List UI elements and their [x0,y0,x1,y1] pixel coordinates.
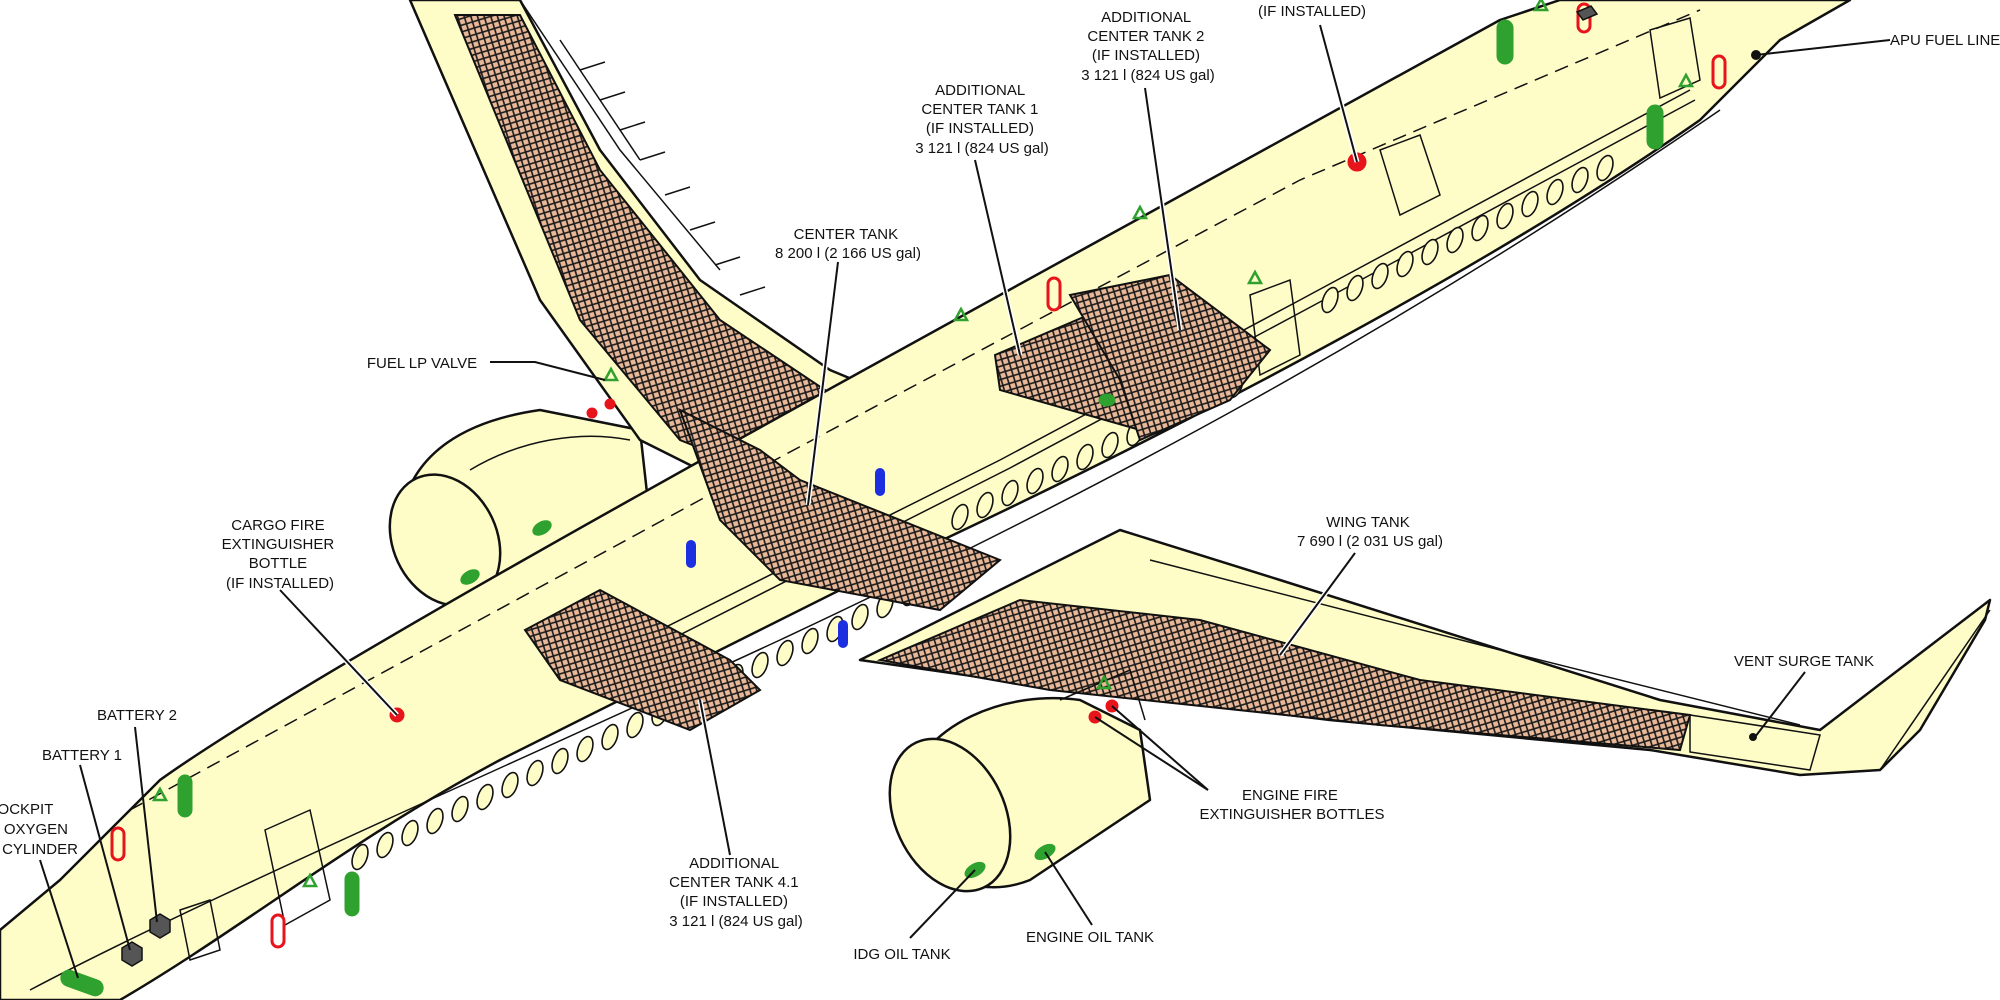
fuel-lp-valve-marker [602,366,620,382]
blue-marker-2 [875,468,885,496]
label-center-tank: CENTER TANK 8 200 l (2 166 US gal) [775,226,921,262]
left-engine-fire-marker-2 [604,398,616,410]
right-wing [858,528,1992,777]
leader-lines [39,24,1891,979]
label-cargo-fire: CARGO FIRE EXTINGUISHER BOTTLE (IF INSTA… [222,517,339,592]
cockpit-green-bar [60,969,104,997]
green-bar-1 [177,774,193,818]
label-fuel-lp-valve: FUEL LP VALVE [367,355,477,372]
label-if-installed-top: (IF INSTALLED) [1258,3,1366,20]
label-vent-surge-tank: VENT SURGE TANK [1734,653,1874,670]
label-wing-tank: WING TANK 7 690 l (2 031 US gal) [1297,514,1443,550]
left-idg-oil-marker [460,569,480,585]
blue-marker-3 [838,620,848,648]
flap-track-fairings [579,61,766,296]
blue-markers [686,468,885,648]
label-idg-oil-tank: IDG OIL TANK [853,946,950,963]
door-marker-4 [1576,2,1592,34]
label-act1: ADDITIONAL CENTER TANK 1 (IF INSTALLED) … [915,82,1048,157]
center-green-marker [1098,393,1116,407]
center-tank [678,407,1002,612]
label-battery-1: BATTERY 1 [42,747,122,764]
label-battery-2: BATTERY 2 [97,707,177,724]
right-engine [888,668,1152,893]
additional-center-tank-4-1 [523,588,762,732]
green-bar-2 [344,871,360,917]
green-bar-4 [1646,104,1664,150]
green-bar-3 [1496,19,1514,65]
blue-marker-1 [686,540,696,568]
label-act41: ADDITIONAL CENTER TANK 4.1 (IF INSTALLED… [669,855,803,930]
left-engine-oil-marker [532,520,552,536]
apu-fuel-line-icon [1575,5,1599,21]
battery-2-icon [149,913,171,939]
door-marker-1 [270,913,286,949]
label-cockpit-oxygen: COCKPIT OXYGEN CYLINDER [0,801,78,858]
left-engine-fire-marker-1 [586,407,598,419]
oxygen-cylinder-marker [110,826,126,862]
label-engine-oil-tank: ENGINE OIL TANK [1026,929,1154,946]
battery-1-icon [121,941,143,967]
label-act2: ADDITIONAL CENTER TANK 2 (IF INSTALLED) … [1081,9,1214,84]
label-apu-fuel-line: APU FUEL LINE [1890,32,2000,49]
door-marker-3 [1711,54,1727,90]
labels: (IF INSTALLED) APU FUEL LINE ADDITIONAL … [0,3,2000,963]
triangle-markers [151,0,1695,888]
door-marker-2 [1046,276,1062,312]
label-engine-fire: ENGINE FIRE EXTINGUISHER BOTTLES [1199,787,1384,823]
vent-surge-tank-point [1749,733,1757,741]
